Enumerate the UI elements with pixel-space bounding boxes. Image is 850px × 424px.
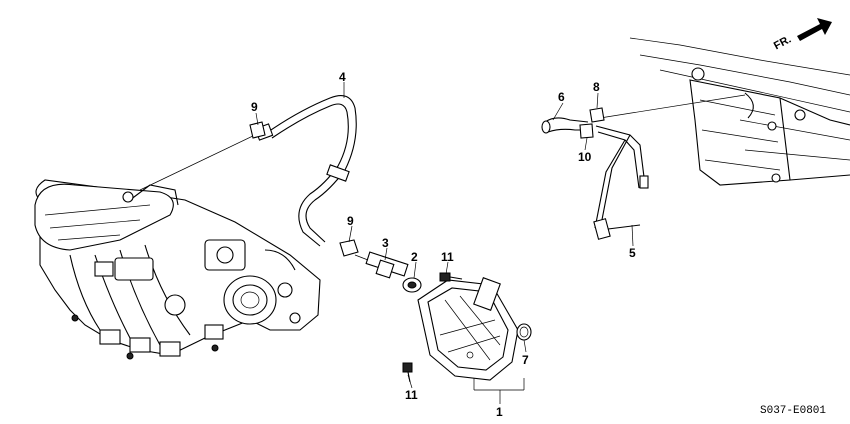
pcv-grommet — [402, 277, 422, 293]
front-direction-indicator: FR. — [772, 18, 832, 52]
callout-numbers: 4 9 9 3 2 11 11 1 7 6 8 10 5 — [251, 70, 636, 419]
diagram-code: S037-E0801 — [760, 405, 826, 417]
chamber-gasket — [516, 323, 532, 341]
tube-clamp-upper — [589, 107, 605, 123]
callout-6: 6 — [558, 90, 565, 104]
leader-line-engine — [599, 94, 746, 119]
callout-5: 5 — [629, 246, 636, 260]
breather-pipe — [593, 125, 649, 240]
intake-manifold-assembly — [34, 179, 321, 360]
callout-leaders — [255, 82, 634, 404]
callout-1: 1 — [496, 405, 503, 419]
callout-10: 10 — [578, 150, 592, 164]
callout-11-lower: 11 — [405, 388, 418, 402]
pcv-valve — [354, 251, 409, 279]
breather-tube — [541, 117, 590, 134]
callout-9-lower: 9 — [347, 214, 354, 228]
tube-clamp-lower — [579, 123, 594, 139]
flange-bolt-upper — [439, 272, 463, 282]
callout-9-upper: 9 — [251, 100, 258, 114]
callout-4: 4 — [339, 70, 346, 84]
hose-clamp-upper — [249, 121, 266, 139]
breather-hose — [254, 95, 357, 247]
front-arrow-icon — [797, 18, 832, 41]
callout-2: 2 — [411, 250, 418, 264]
callout-7: 7 — [522, 353, 529, 367]
direction-label: FR. — [772, 33, 793, 52]
flange-bolt-lower — [402, 362, 413, 383]
leader-line — [139, 134, 256, 191]
hose-clamp-lower — [339, 239, 359, 257]
breather-chamber — [417, 277, 519, 381]
engine-block — [629, 37, 850, 186]
callout-3: 3 — [382, 236, 389, 250]
callout-11-upper: 11 — [441, 250, 454, 264]
callout-8: 8 — [593, 80, 600, 94]
